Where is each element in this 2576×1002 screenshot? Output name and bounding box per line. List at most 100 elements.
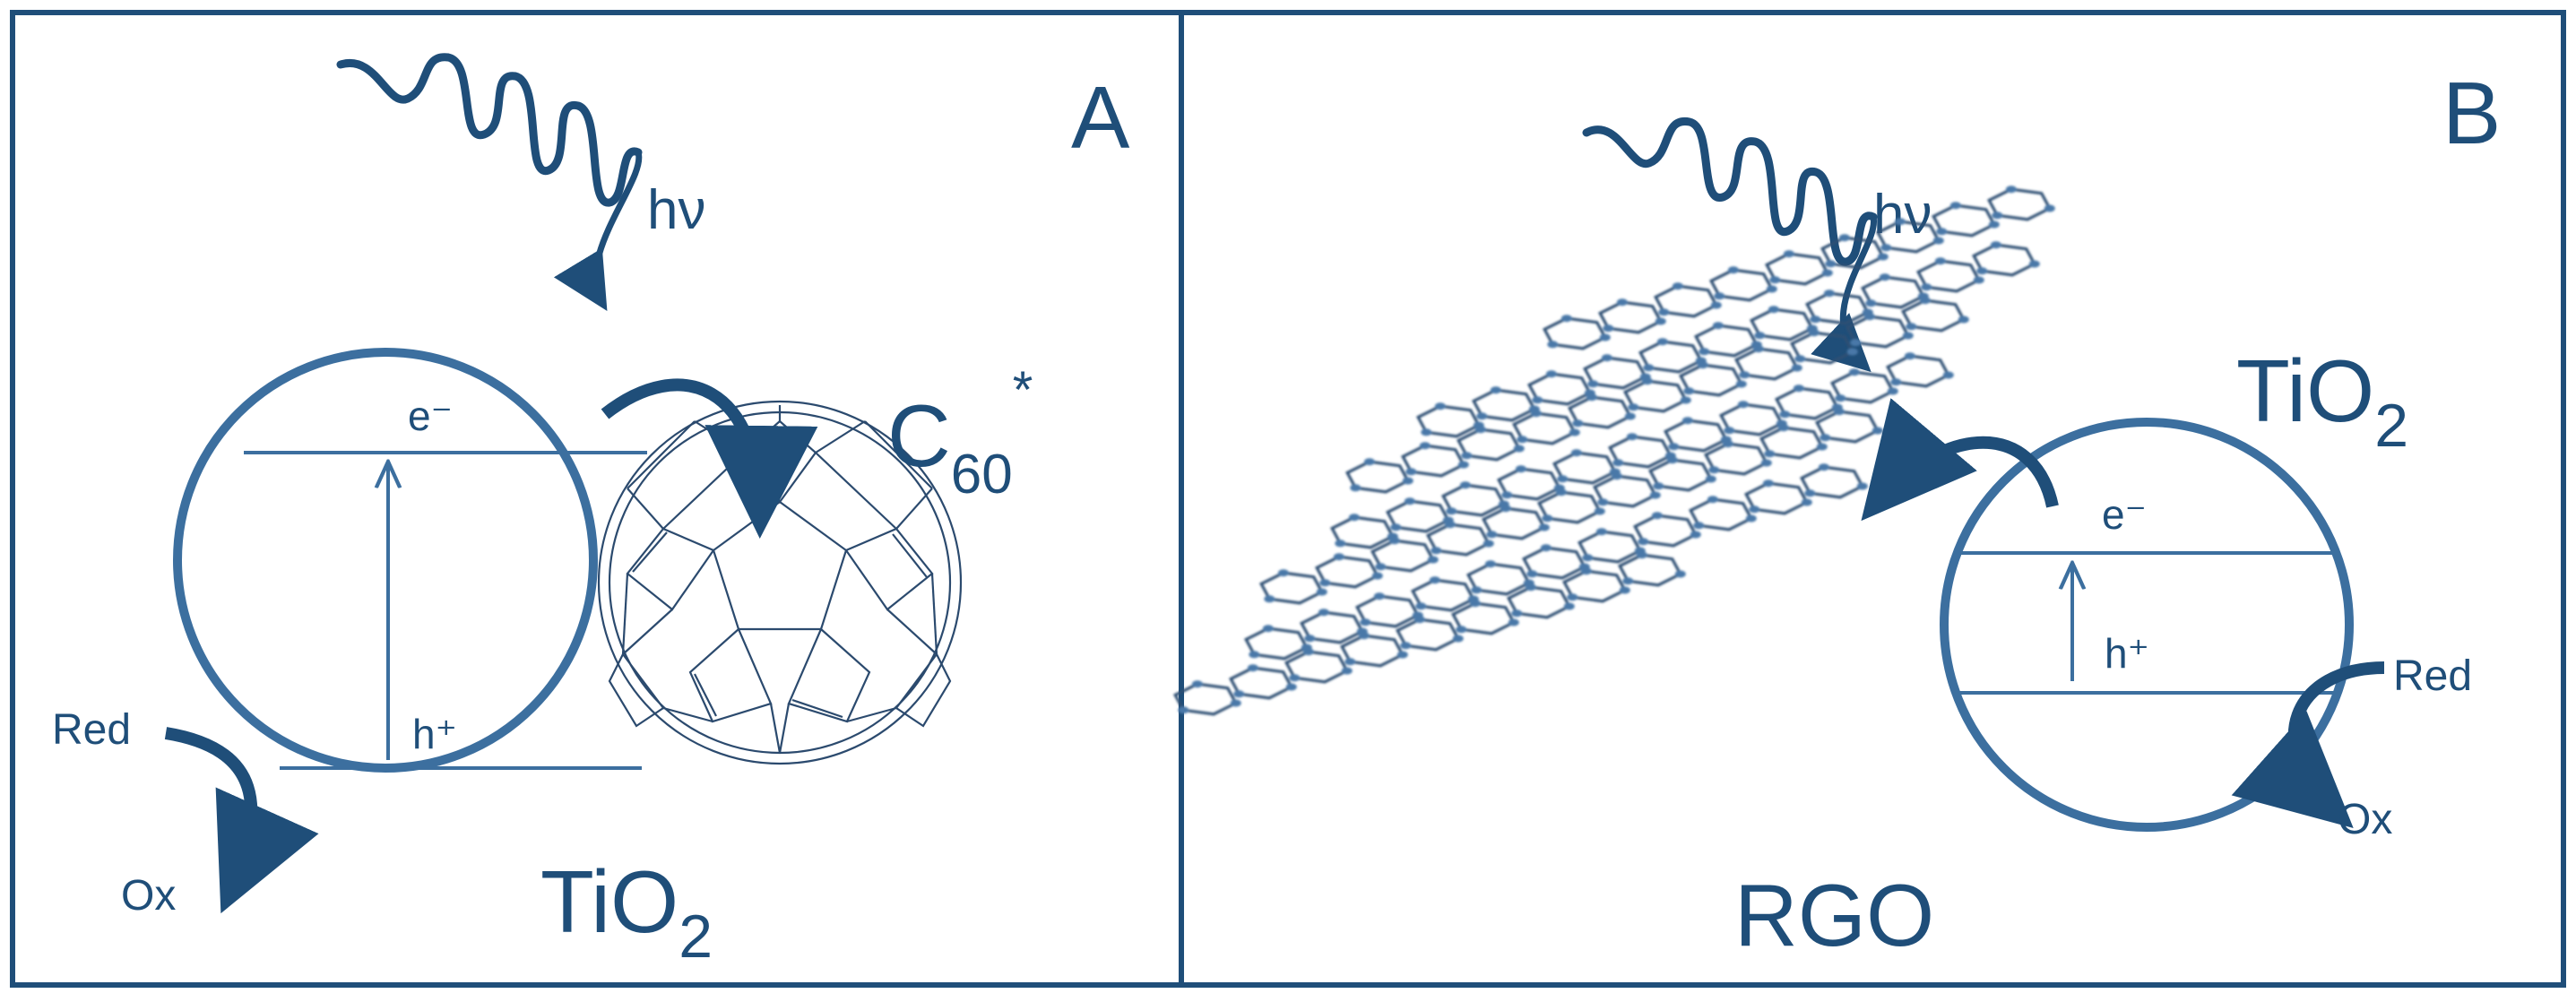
electron-transfer-arrow-b	[1861, 398, 2059, 522]
graphene-atom	[1672, 282, 1683, 290]
graphene-atom	[1695, 357, 1707, 365]
graphene-atom	[1387, 532, 1398, 540]
graphene-atom	[1639, 373, 1651, 381]
graphene-hexagon	[1679, 363, 1743, 397]
graphene-atom	[1710, 301, 1722, 309]
graphene-atom	[1791, 364, 1802, 372]
graphene-hexagon	[1370, 539, 1435, 573]
graphene-hexagon	[1527, 372, 1592, 406]
graphene-atom	[1668, 443, 1680, 451]
graphene-atom	[1776, 419, 1787, 428]
graphene-hexagon	[1457, 428, 1521, 462]
graphene-hexagon	[1820, 236, 1885, 270]
graphene-atom	[1513, 445, 1525, 453]
hole-label-a: h⁺	[412, 711, 457, 757]
graphene-atom	[1373, 592, 1385, 600]
graphene-hexagon	[1451, 601, 1516, 635]
graphene-atom	[1707, 496, 1718, 504]
graphene-sheet-icon	[1173, 186, 2055, 716]
graphene-atom	[1658, 308, 1670, 316]
graphene-atom	[1517, 436, 1528, 444]
graphene-hexagon	[1583, 356, 1647, 390]
graphene-atom	[1921, 283, 1932, 291]
graphene-hexagon	[1441, 483, 1506, 517]
graphene-atom	[1528, 405, 1540, 413]
graphene-hexagon	[1846, 315, 1910, 349]
graphene-atom	[1557, 475, 1569, 483]
graphene-atom	[1262, 625, 1274, 633]
graphene-hexagon	[1522, 546, 1586, 580]
graphene-atom	[1932, 237, 1944, 245]
graphene-atom	[1560, 315, 1572, 323]
graphene-atom	[1820, 434, 1831, 442]
graphene-atom	[1664, 452, 1676, 460]
electron-label-b: e⁻	[2102, 491, 2147, 538]
photon-label-a: hν	[647, 179, 705, 241]
graphene-atom	[1643, 364, 1655, 372]
graphene-hexagon	[1543, 316, 1607, 350]
graphene-atom	[1902, 332, 1914, 340]
graphene-atom	[1693, 522, 1705, 530]
graphene-atom	[1421, 428, 1432, 436]
graphene-atom	[1532, 396, 1543, 404]
graphene-atom	[1973, 276, 1984, 284]
graphene-atom	[1301, 644, 1312, 652]
graphene-atom	[1363, 458, 1375, 466]
graphene-hexagon	[1972, 243, 2036, 277]
tio2-label-b: TiO2	[2236, 341, 2408, 460]
graphene-atom	[1473, 421, 1484, 429]
graphene-hexagon	[1638, 340, 1703, 374]
graphene-atom	[1806, 324, 1818, 333]
graphene-atom	[1862, 308, 1873, 316]
graphene-atom	[1879, 273, 1890, 281]
graphene-atom	[1609, 468, 1621, 476]
graphene-hexagon	[1593, 474, 1657, 508]
graphene-hexagon	[1805, 291, 1870, 325]
graphene-atom	[1616, 298, 1628, 307]
graphene-atom	[1570, 449, 1582, 457]
graphene-atom	[1371, 572, 1383, 580]
panel-a-letter: A	[1071, 68, 1130, 167]
graphene-atom	[1501, 491, 1513, 499]
graphene-atom	[1766, 285, 1777, 293]
graphene-atom	[1400, 642, 1412, 650]
graphene-hexagon	[1876, 220, 1941, 254]
graphene-atom	[1804, 489, 1816, 497]
graphene-atom	[1412, 611, 1423, 619]
graphene-hexagon	[1790, 331, 1854, 365]
graphene-atom	[1762, 479, 1774, 488]
graphene-hexagon	[1608, 435, 1673, 469]
graphene-atom	[1651, 512, 1663, 520]
graphene-atom	[1821, 269, 1833, 277]
graphene-hexagon	[1497, 467, 1561, 501]
graphene-atom	[1482, 540, 1494, 548]
graphene-atom	[1735, 380, 1747, 388]
graphene-atom	[1542, 514, 1553, 523]
graphene-atom	[1572, 419, 1584, 428]
graphene-hexagon	[1466, 562, 1531, 596]
graphene-atom	[1247, 664, 1258, 672]
graphene-atom	[1191, 680, 1203, 688]
graphene-atom	[1674, 570, 1686, 578]
graphene-atom	[1622, 577, 1634, 585]
graphene-hexagon	[1244, 626, 1309, 661]
graphene-atom	[1456, 626, 1467, 634]
graphene-atom	[1906, 323, 1917, 331]
outer-frame	[10, 10, 2566, 988]
graphene-atom	[1760, 459, 1772, 467]
graphene-atom	[1754, 332, 1766, 340]
graphene-atom	[1846, 348, 1858, 356]
graphene-hexagon	[1507, 585, 1571, 619]
graphene-atom	[1569, 428, 1580, 436]
graphene-hexagon	[1173, 682, 1238, 716]
graphene-hexagon	[1689, 497, 1753, 531]
graphene-atom	[1724, 427, 1735, 435]
graphene-hexagon	[1345, 460, 1410, 494]
graphene-hexagon	[1618, 553, 1682, 587]
graphene-atom	[1850, 339, 1862, 347]
graphene-hexagon	[1552, 451, 1617, 485]
panel-b-letter: B	[2442, 64, 2501, 162]
graphene-hexagon	[1284, 650, 1349, 684]
graphene-atom	[1838, 234, 1850, 242]
graphene-atom	[1992, 212, 2003, 220]
